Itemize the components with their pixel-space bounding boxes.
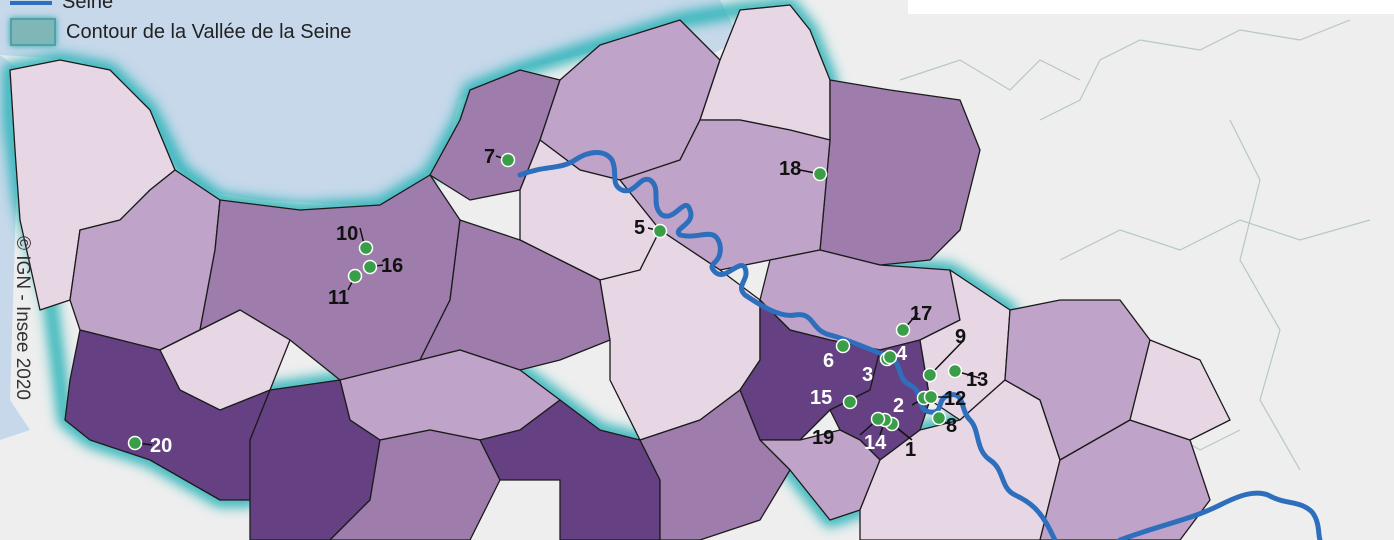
marker-3-label: 3	[862, 364, 873, 386]
marker-9-label: 9	[955, 326, 966, 348]
legend-seine: Seine	[10, 0, 113, 14]
marker-11-label: 11	[328, 287, 349, 309]
marker-7-label: 7	[484, 146, 495, 168]
marker-2-label: 2	[893, 395, 904, 417]
marker-10-label: 10	[336, 223, 358, 245]
legend-contour: Contour de la Vallée de la Seine	[10, 18, 351, 46]
marker-19-dot	[870, 411, 886, 427]
seine-river-east	[1117, 490, 1323, 540]
marker-16-label: 16	[381, 255, 403, 277]
legend-seine-label: Seine	[62, 0, 114, 13]
seine-swatch	[10, 0, 52, 5]
marker-20-dot	[127, 435, 143, 451]
marker-6-label: 6	[823, 350, 834, 372]
regions	[9, 4, 1231, 540]
marker-18-label: 18	[779, 158, 801, 180]
marker-13-dot	[947, 363, 963, 379]
marker-11-dot	[347, 268, 363, 284]
marker-1-label: 1	[905, 439, 916, 461]
marker-7-dot	[500, 152, 516, 168]
seine-river	[517, 150, 1058, 540]
marker-18-dot	[812, 166, 828, 182]
marker-6-dot	[835, 338, 851, 354]
marker-4-label: 4	[896, 343, 908, 365]
marker-4-dot	[882, 349, 898, 365]
marker-12-dot	[923, 389, 939, 405]
legend-contour-label: Contour de la Vallée de la Seine	[66, 20, 352, 43]
marker-5-label: 5	[634, 217, 645, 239]
marker-9-dot	[922, 367, 938, 383]
marker-5-dot	[652, 223, 668, 239]
marker-15-dot	[842, 394, 858, 410]
contour-swatch	[10, 18, 56, 46]
marker-16-dot	[362, 259, 378, 275]
legend: Seine Contour de la Vallée de la Seine	[0, 0, 430, 52]
marker-8-label: 8	[946, 415, 957, 437]
marker-10-dot	[358, 240, 374, 256]
marker-13-label: 13	[966, 369, 988, 391]
legend-panel	[908, 0, 1394, 14]
marker-14-label: 14	[864, 432, 887, 454]
marker-17-dot	[895, 322, 911, 338]
marker-8-dot	[931, 410, 947, 426]
copyright-text: © IGN - Insee 2020	[12, 236, 33, 400]
marker-12-label: 12	[944, 388, 966, 410]
marker-17-label: 17	[910, 303, 932, 325]
marker-15-label: 15	[810, 387, 832, 409]
marker-19-label: 19	[812, 427, 834, 449]
marker-20-label: 20	[150, 435, 172, 457]
